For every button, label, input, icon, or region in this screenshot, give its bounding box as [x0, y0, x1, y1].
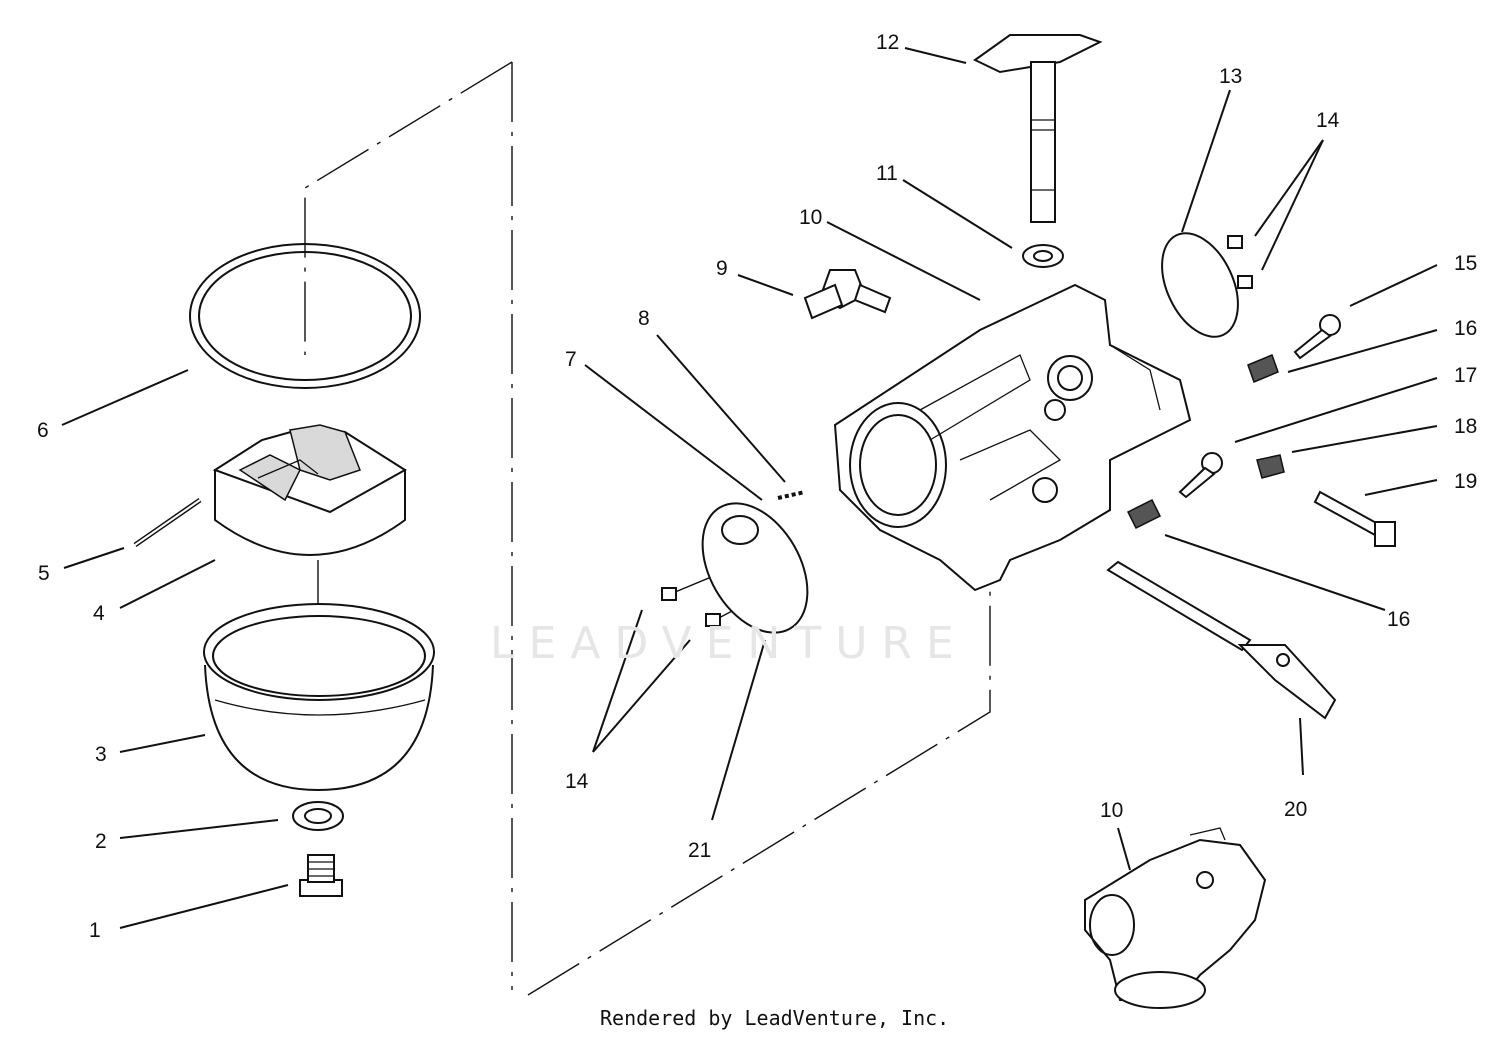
- part-20-throttle-shaft: [1106, 560, 1337, 720]
- callout-18: 18: [1454, 415, 1478, 438]
- part-11-seal: [1022, 244, 1064, 268]
- part-10-assembled-thumbnail: [1084, 827, 1267, 1009]
- part-16-spring-lower: [1126, 498, 1162, 530]
- callout-2: 2: [95, 830, 107, 853]
- part-12-choke-shaft: [973, 34, 1103, 223]
- watermark-text: LEADVENTURE: [490, 618, 968, 669]
- callout-14-upper: 14: [1316, 109, 1340, 132]
- callout-11: 11: [876, 162, 898, 185]
- callout-5: 5: [38, 562, 50, 585]
- callout-16-lower: 16: [1387, 608, 1411, 631]
- part-16-spring-upper: [1247, 354, 1279, 383]
- leader-lines: [61, 47, 1438, 929]
- part-13-plate: [1161, 232, 1239, 338]
- guide-line-bottom: [527, 580, 991, 996]
- part-3-bowl: [203, 603, 435, 792]
- callout-14-lower: 14: [565, 770, 589, 793]
- callout-12: 12: [876, 31, 900, 54]
- callout-10-thumbnail: 10: [1100, 799, 1124, 822]
- footer-credit: Rendered by LeadVenture, Inc.: [600, 1006, 950, 1030]
- callout-20: 20: [1284, 798, 1308, 821]
- callout-19: 19: [1454, 470, 1478, 493]
- part-4-float: [212, 424, 407, 556]
- part-19-screw: [1313, 490, 1396, 547]
- callout-10-main: 10: [799, 206, 823, 229]
- callout-9: 9: [716, 257, 728, 280]
- callout-8: 8: [638, 307, 650, 330]
- part-15-screw: [1293, 314, 1341, 360]
- callout-3: 3: [95, 743, 107, 766]
- callout-13: 13: [1219, 65, 1243, 88]
- part-2-washer: [292, 801, 344, 831]
- callout-21: 21: [688, 839, 712, 862]
- callout-15: 15: [1454, 252, 1478, 275]
- part-1-bowl-nut: [299, 854, 343, 897]
- part-5-pin: [133, 497, 202, 548]
- part-9-inlet-fitting: [803, 269, 892, 320]
- part-14-screws-upper: [1227, 235, 1253, 289]
- part-10-carburetor-body: [833, 283, 1192, 592]
- callout-1: 1: [89, 919, 101, 942]
- callout-6: 6: [37, 419, 49, 442]
- part-8-spring: [777, 490, 806, 500]
- part-18-spring: [1256, 454, 1285, 479]
- part-17-screw: [1178, 452, 1223, 499]
- part-14-screws-lower: [661, 587, 721, 627]
- part-6-gasket: [189, 243, 421, 389]
- callout-16-upper: 16: [1454, 317, 1478, 340]
- callout-7: 7: [565, 348, 577, 371]
- guide-line-left-top: [304, 61, 513, 355]
- callout-4: 4: [93, 602, 105, 625]
- callout-17: 17: [1454, 364, 1478, 387]
- part-21-plate: [701, 502, 809, 634]
